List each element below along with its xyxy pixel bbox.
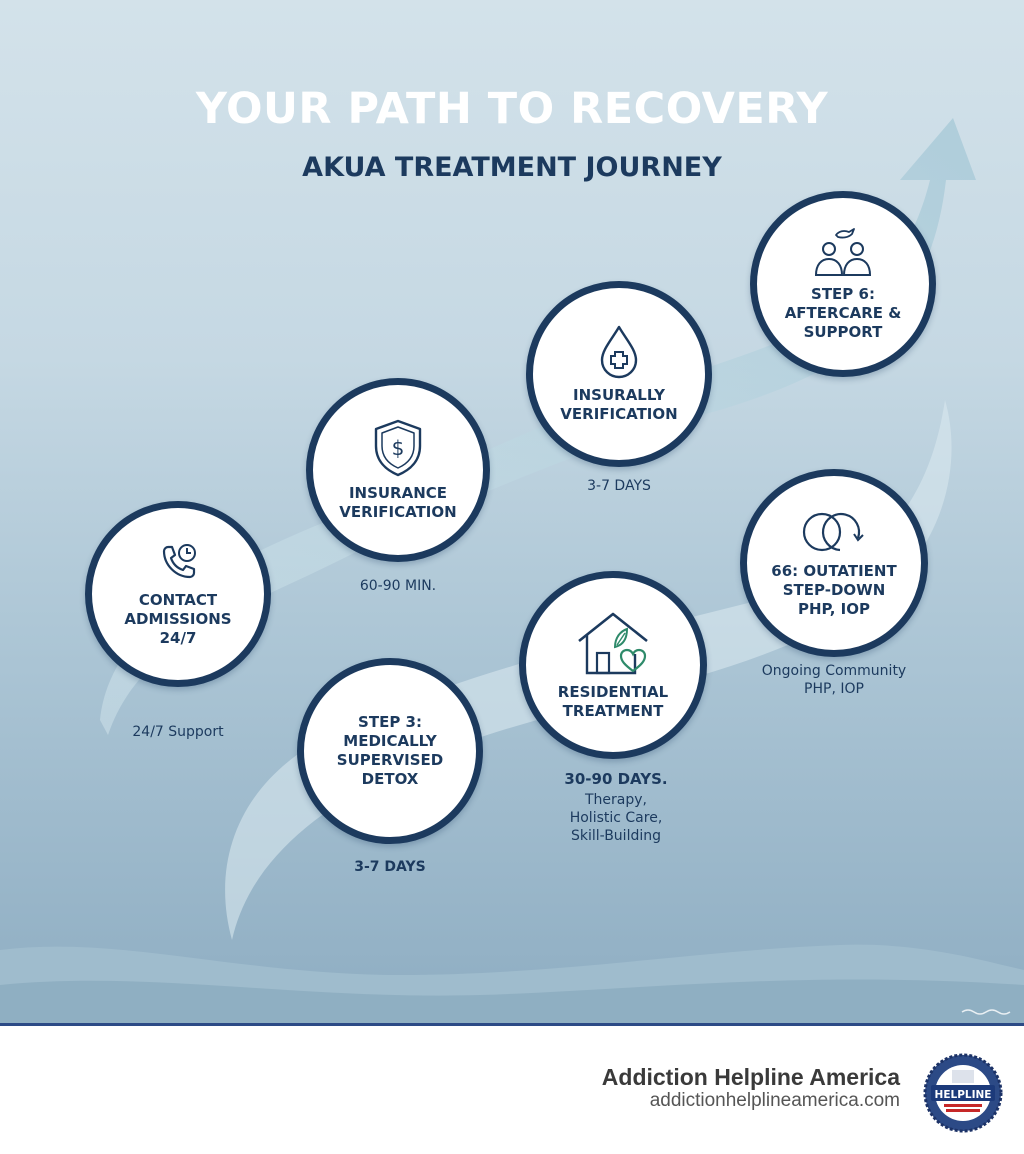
page-subtitle: AKUA TREATMENT JOURNEY [302,152,722,183]
phone-clock-icon [162,543,196,578]
step-insurally-verification: INSURALLY VERIFICATION [526,281,712,467]
step-medically-supervised-detox: STEP 3: MEDICALLY SUPERVISED DETOX [297,658,483,844]
step-note: 24/7 Support [132,724,224,740]
helpline-seal-logo: HELPLINE [923,1053,1003,1133]
footer-divider [0,1023,1024,1026]
drop-cross-icon [600,325,638,379]
step-note-title: 30-90 DAYS. [564,770,668,788]
step-label: RESIDENTIAL TREATMENT [557,683,669,720]
step-label: STEP 3: MEDICALLY SUPERVISED DETOX [336,713,444,788]
brand-name: Addiction Helpline America [601,1064,900,1090]
infographic-canvas: YOUR PATH TO RECOVERY AKUA TREATMENT JOU… [0,0,1024,1024]
step-outpatient-step-down: 66: OUTATIENT STEP-DOWN PHP, IOP [740,469,928,657]
brand-url: addictionhelplineamerica.com [649,1090,900,1111]
step-label: STEP 6: AFTERCARE & SUPPORT [784,284,902,341]
shield-dollar-icon: $ [374,419,422,477]
people-dove-icon [814,227,872,276]
step-insurance-verification: $ INSURANCE VERIFICATION [306,378,490,562]
svg-text:HELPLINE: HELPLINE [935,1089,992,1101]
step-label: 66: OUTATIENT STEP-DOWN PHP, IOP [771,561,897,618]
step-note: 60-90 MIN. [359,578,437,594]
step-note: Ongoing Community PHP, IOP [761,663,907,697]
step-note: 3-7 DAYS [354,859,426,875]
step-contact-admissions: CONTACT ADMISSIONS 24/7 [85,501,271,687]
svg-text:$: $ [392,436,405,460]
linked-circles-icon [802,512,864,551]
step-note: Therapy, Holistic Care, Skill-Building [569,792,663,844]
house-heart-icon [578,612,648,675]
step-residential-treatment: RESIDENTIAL TREATMENT [519,571,707,759]
step-label: INSURANCE VERIFICATION [339,484,457,521]
page-title: YOUR PATH TO RECOVERY [195,84,829,134]
step-note: 3-7 DAYS [587,478,651,494]
step-label: CONTACT ADMISSIONS 24/7 [124,590,232,647]
step-label: INSURALLY VERIFICATION [560,386,678,423]
step-aftercare-support: STEP 6: AFTERCARE & SUPPORT [750,191,936,377]
